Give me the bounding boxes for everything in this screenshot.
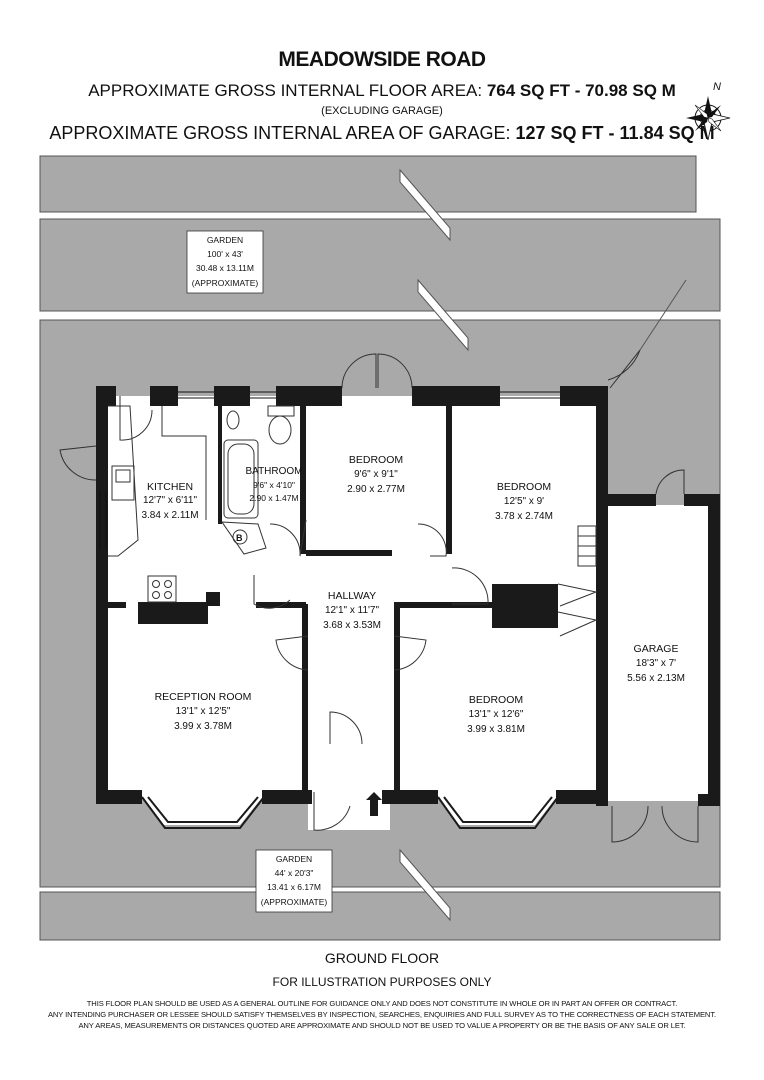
bathroom-dim-metric: 2.90 x 1.47M bbox=[249, 493, 298, 503]
bedroom-1-name: BEDROOM bbox=[349, 454, 403, 466]
bathroom-name: BATHROOM bbox=[245, 466, 302, 477]
garden-rear-label-box bbox=[186, 230, 264, 294]
walls bbox=[96, 386, 720, 806]
bathroom-dim-imperial: 9'6" x 4'10" bbox=[253, 480, 295, 490]
internal-area-line: APPROXIMATE GROSS INTERNAL FLOOR AREA: 7… bbox=[0, 81, 764, 101]
floor-label: GROUND FLOOR bbox=[324, 950, 440, 966]
bedroom-3-name: BEDROOM bbox=[469, 694, 523, 706]
boiler-icon bbox=[232, 529, 248, 545]
kitchen-fixtures bbox=[108, 405, 207, 603]
internal-area-label: APPROXIMATE GROSS INTERNAL FLOOR AREA: bbox=[88, 81, 483, 100]
garden-front-note: (APPROXIMATE) bbox=[261, 897, 328, 907]
hallway-dim-imperial: 12'1" x 11'7" bbox=[325, 605, 380, 616]
bedroom-2-dim-metric: 3.78 x 2.74M bbox=[495, 511, 553, 522]
bedroom-2-name: BEDROOM bbox=[497, 481, 551, 493]
garden-front-dim-imperial: 44' x 20'3" bbox=[275, 868, 314, 878]
garage-dim-imperial: 18'3" x 7' bbox=[636, 658, 676, 669]
garage-area-line: APPROXIMATE GROSS INTERNAL AREA OF GARAG… bbox=[0, 123, 764, 144]
garden-rear-name: GARDEN bbox=[207, 235, 243, 245]
boiler-symbol: B bbox=[236, 533, 243, 543]
bedroom-3-dim-imperial: 13'1" x 12'6" bbox=[469, 709, 524, 720]
kitchen-name: KITCHEN bbox=[147, 481, 193, 493]
internal-area-note: (EXCLUDING GARAGE) bbox=[321, 105, 443, 117]
internal-area-value: 764 SQ FT - 70.98 SQ M bbox=[486, 81, 676, 100]
hallway-dim-metric: 3.68 x 3.53M bbox=[323, 620, 381, 631]
sink-icon bbox=[111, 465, 135, 501]
bedroom-3-dim-metric: 3.99 x 3.81M bbox=[467, 724, 525, 735]
garden-front-dim-metric: 13.41 x 6.17M bbox=[267, 882, 321, 892]
bay-windows bbox=[141, 796, 559, 829]
reception-dim-imperial: 13'1" x 12'5" bbox=[176, 706, 231, 717]
bedroom-1-dim-metric: 2.90 x 2.77M bbox=[347, 484, 405, 495]
reception-name: RECEPTION ROOM bbox=[155, 691, 252, 703]
bath-icon bbox=[223, 439, 259, 519]
kitchen-dim-imperial: 12'7" x 6'11" bbox=[143, 495, 198, 506]
hob-icon bbox=[147, 575, 177, 603]
windows bbox=[99, 391, 560, 550]
stairs bbox=[557, 525, 598, 637]
garage-area-label: APPROXIMATE GROSS INTERNAL AREA OF GARAG… bbox=[49, 123, 511, 143]
illustration-note: FOR ILLUSTRATION PURPOSES ONLY bbox=[272, 975, 492, 989]
disclaimer-line-1: THIS FLOOR PLAN SHOULD BE USED AS A GENE… bbox=[86, 999, 678, 1008]
garden-rear bbox=[39, 218, 721, 312]
garden-rear-note: (APPROXIMATE) bbox=[192, 278, 259, 288]
plan-title: MEADOWSIDE ROAD bbox=[278, 48, 486, 71]
entrance-arrow-icon bbox=[366, 792, 382, 816]
garden-front-label-box bbox=[255, 849, 333, 913]
doors bbox=[59, 349, 699, 843]
compass-rose-icon bbox=[686, 96, 731, 141]
garden-rear-dim-imperial: 100' x 43' bbox=[207, 249, 243, 259]
toilet-icon bbox=[268, 415, 292, 445]
reception-dim-metric: 3.99 x 3.78M bbox=[174, 721, 232, 732]
disclaimer-line-2: ANY INTENDING PURCHASER OR LESSEE SHOULD… bbox=[47, 1010, 717, 1019]
garage-dim-metric: 5.56 x 2.13M bbox=[627, 673, 685, 684]
hallway-name: HALLWAY bbox=[328, 590, 376, 602]
garage-name: GARAGE bbox=[634, 643, 679, 655]
garden-front-name: GARDEN bbox=[276, 854, 312, 864]
bathroom-fixtures bbox=[221, 405, 295, 555]
garden-strip-top bbox=[39, 155, 697, 213]
garden-rear-dim-metric: 30.48 x 13.11M bbox=[196, 263, 254, 273]
compass-north-letter: N bbox=[713, 81, 721, 93]
kitchen-dim-metric: 3.84 x 2.11M bbox=[141, 510, 198, 521]
disclaimer-line-3: ANY AREAS, MEASUREMENTS OR DISTANCES QUO… bbox=[78, 1021, 686, 1030]
bedroom-2-dim-imperial: 12'5" x 9' bbox=[504, 496, 544, 507]
bedroom-1-dim-imperial: 9'6" x 9'1" bbox=[354, 469, 398, 480]
garden-strip-bottom bbox=[39, 891, 721, 941]
garage-area-value: 127 SQ FT - 11.84 SQ M bbox=[515, 123, 715, 143]
break-markers bbox=[399, 168, 469, 922]
basin-icon bbox=[226, 410, 240, 430]
